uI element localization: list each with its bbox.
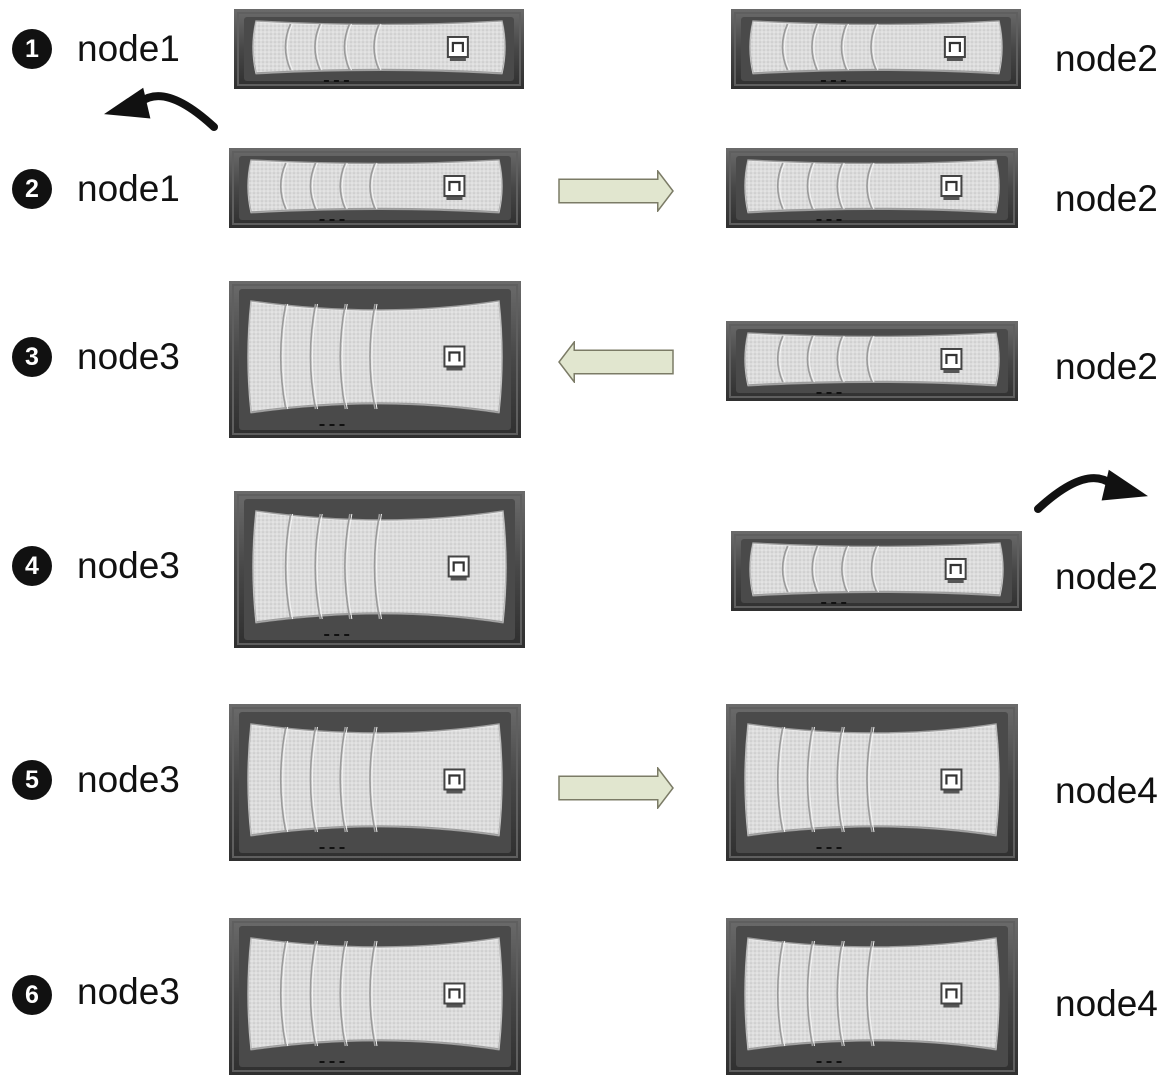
arrow-right-icon	[558, 170, 674, 212]
right-controller	[731, 9, 1021, 89]
right-node-label: node2	[1055, 346, 1158, 387]
step-badge: 5	[12, 760, 52, 800]
right-node-label: node4	[1055, 983, 1158, 1024]
left-node-label: node3	[77, 545, 180, 586]
step-badge: 6	[12, 975, 52, 1015]
remove-arrow-icon	[1032, 462, 1152, 517]
right-controller	[726, 918, 1018, 1075]
arrow-left-icon	[558, 341, 674, 383]
right-controller	[726, 321, 1018, 401]
left-controller	[229, 918, 521, 1075]
left-node-label: node1	[77, 168, 180, 209]
step-badge: 2	[12, 169, 52, 209]
step-badge: 1	[12, 29, 52, 69]
left-controller	[229, 148, 521, 228]
left-node-label: node3	[77, 971, 180, 1012]
left-node-label: node3	[77, 336, 180, 377]
left-node-label: node3	[77, 759, 180, 800]
right-node-label: node2	[1055, 38, 1158, 79]
remove-arrow-icon	[100, 80, 220, 135]
step-badge: 3	[12, 337, 52, 377]
arrow-right-icon	[558, 767, 674, 809]
step-badge: 4	[12, 546, 52, 586]
left-controller	[234, 9, 524, 89]
right-controller	[726, 148, 1018, 228]
right-controller	[726, 704, 1018, 861]
right-controller	[731, 531, 1022, 611]
left-node-label: node1	[77, 28, 180, 69]
left-controller	[234, 491, 525, 648]
left-controller	[229, 704, 521, 861]
right-node-label: node2	[1055, 556, 1158, 597]
left-controller	[229, 281, 521, 438]
right-node-label: node4	[1055, 770, 1158, 811]
right-node-label: node2	[1055, 178, 1158, 219]
